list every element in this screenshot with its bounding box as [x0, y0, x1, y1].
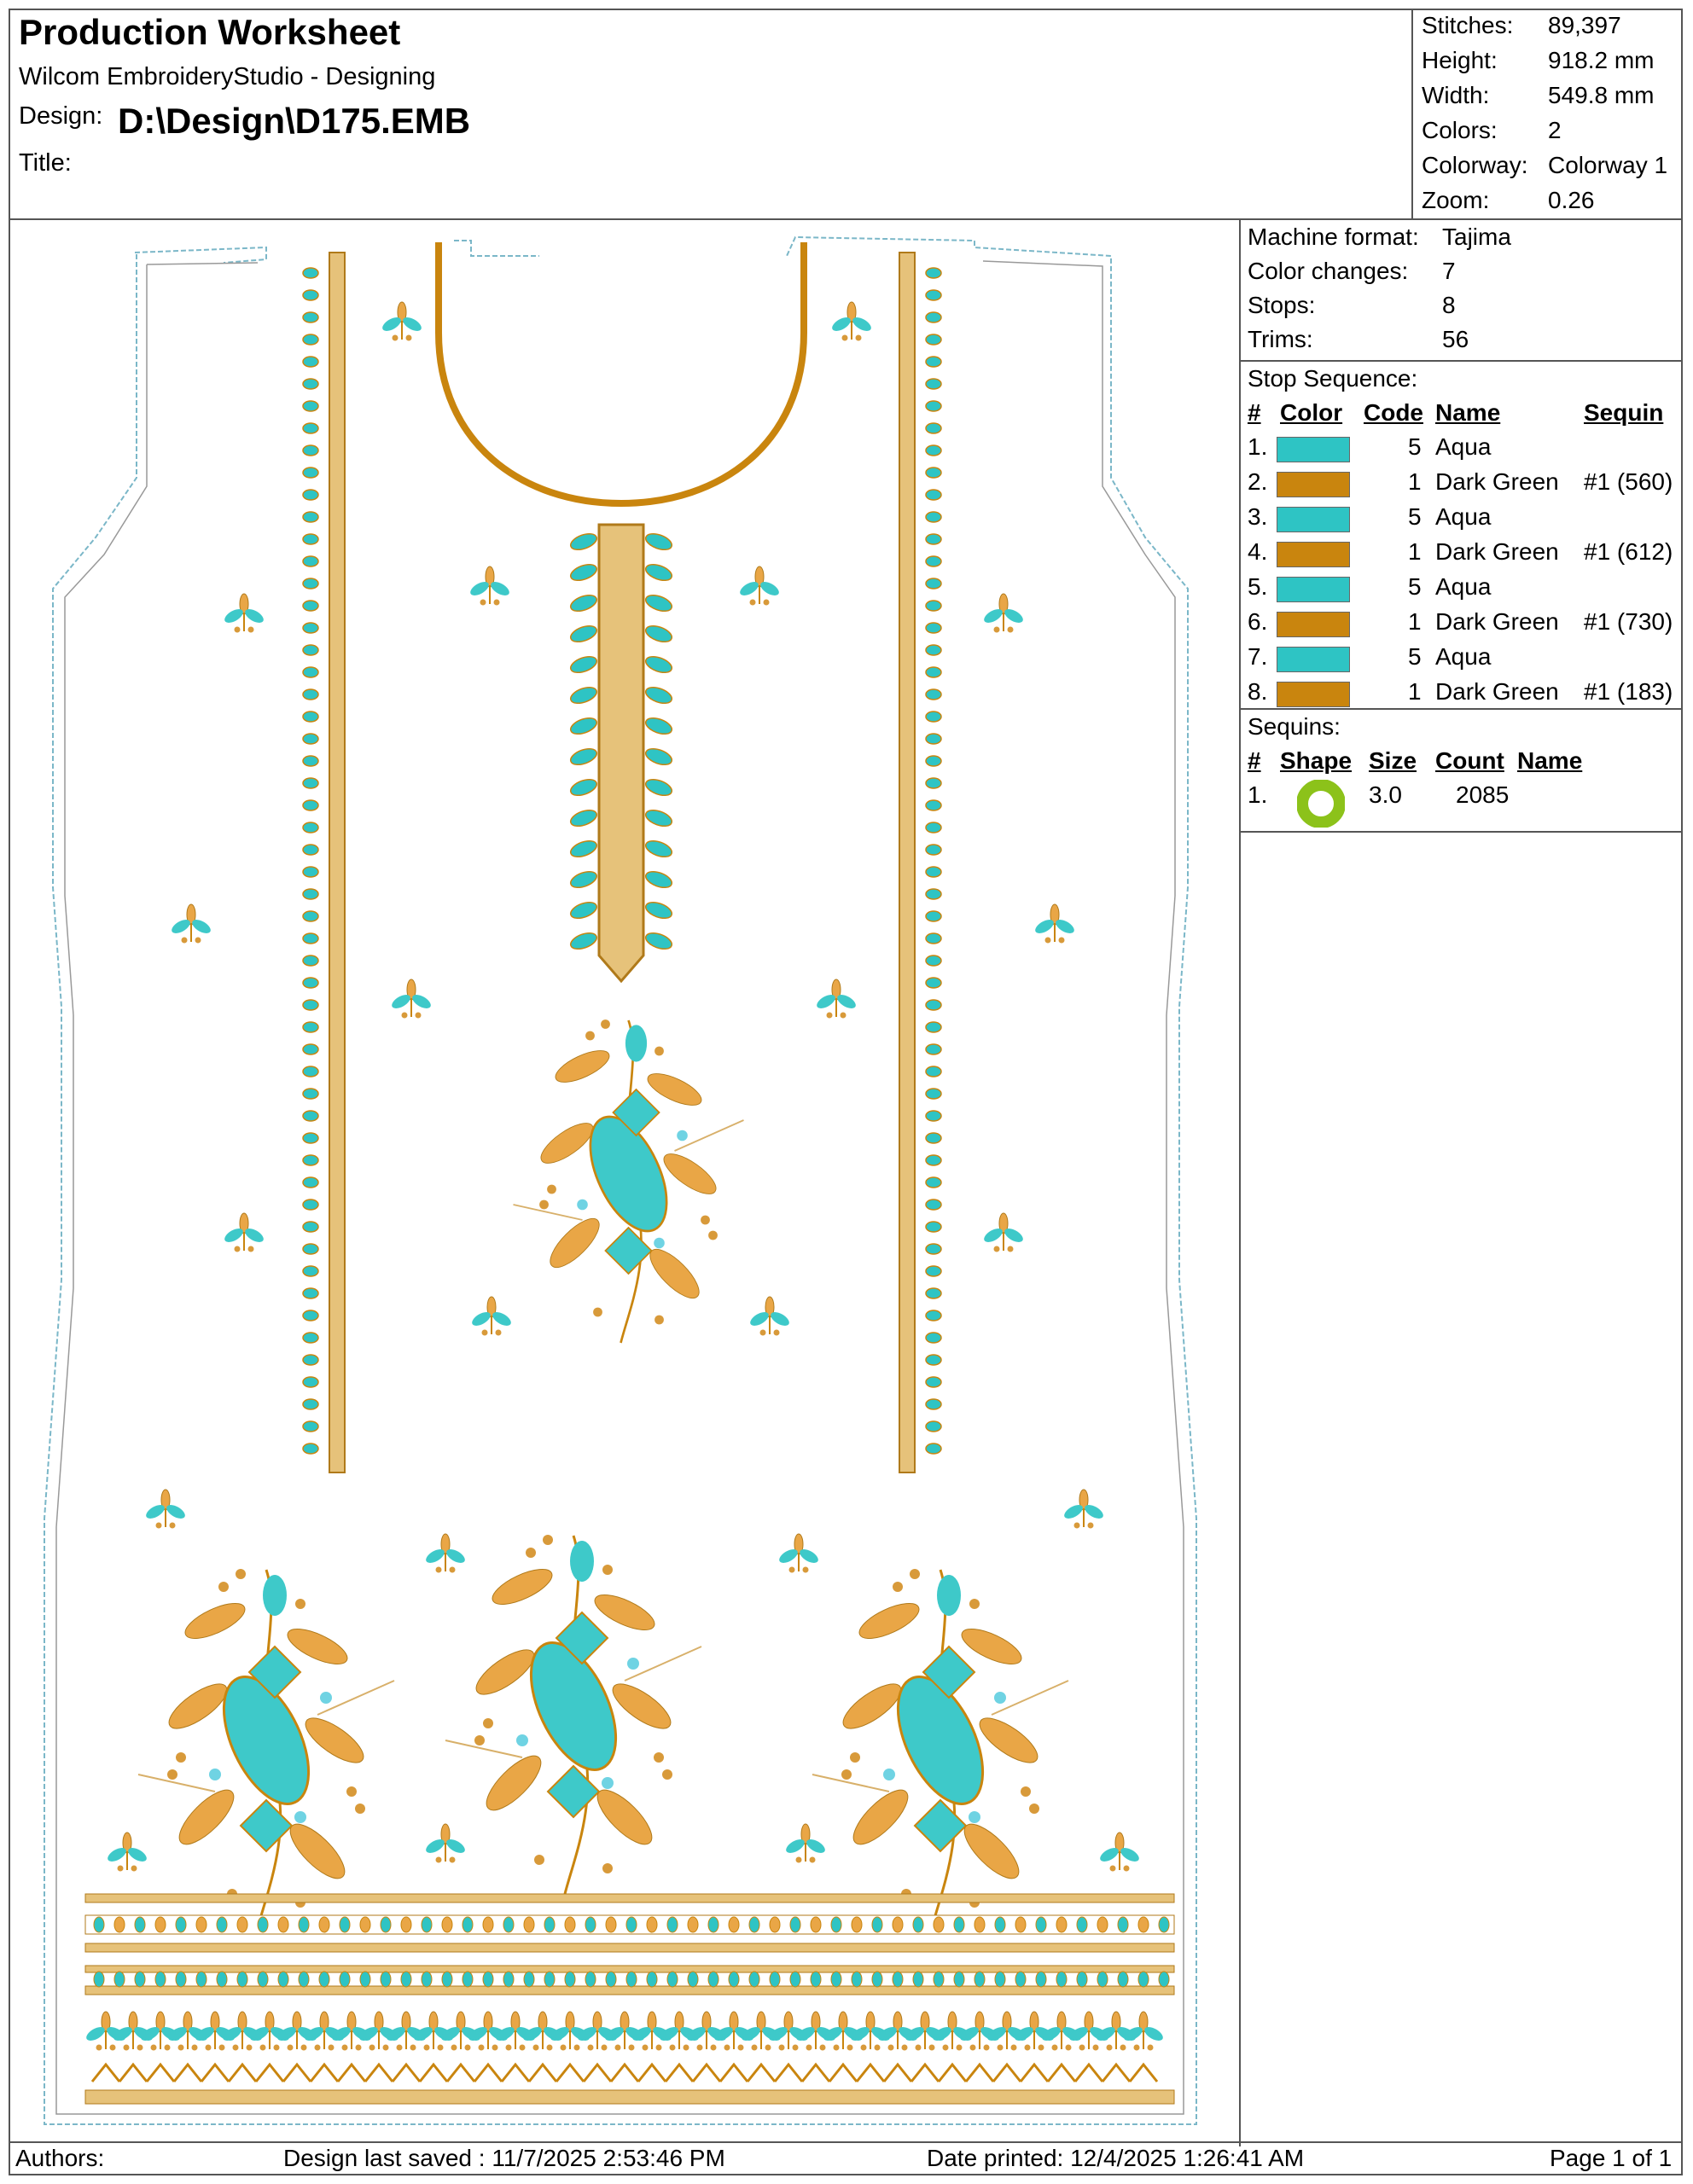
seq-col-count: Count	[1435, 747, 1504, 774]
stop-row-code: 5	[1408, 433, 1422, 460]
seq-col-size: Size	[1369, 747, 1417, 774]
seq-col-num: #	[1248, 747, 1261, 774]
stop-row-sequin: #1 (183)	[1584, 678, 1673, 705]
seq-row-size: 3.0	[1369, 781, 1402, 808]
stop-row-color-swatch	[1277, 437, 1350, 462]
stop-row-name: Dark Green	[1435, 538, 1559, 565]
col-num: #	[1248, 399, 1261, 426]
stop-row-color-swatch	[1277, 507, 1350, 532]
stops-value: 8	[1442, 292, 1456, 318]
stop-row-name: Dark Green	[1435, 608, 1559, 635]
software-name: Wilcom EmbroideryStudio - Designing	[19, 63, 436, 90]
col-color: Color	[1280, 399, 1343, 426]
stop-row-sequin: #1 (730)	[1584, 608, 1673, 635]
stop-row-sequin: #1 (560)	[1584, 468, 1673, 495]
panel-divider	[1239, 833, 1241, 2146]
machine-format-label: Machine format:	[1248, 224, 1419, 250]
ring-icon	[1296, 779, 1346, 828]
stop-row-code: 5	[1408, 503, 1422, 530]
title-label: Title:	[19, 149, 72, 177]
design-path: D:\Design\D175.EMB	[118, 101, 471, 141]
stop-row-color-swatch	[1277, 577, 1350, 602]
seq-row-num: 1.	[1248, 781, 1268, 808]
authors-label: Authors:	[15, 2145, 105, 2171]
stop-row-name: Dark Green	[1435, 468, 1559, 495]
stop-row-code: 5	[1408, 643, 1422, 670]
design-stats: Stitches:89,397 Height:918.2 mm Width:54…	[1411, 9, 1684, 218]
worksheet-footer: Authors: Design last saved : 11/7/2025 2…	[9, 2141, 1683, 2175]
stop-row-color-swatch	[1277, 612, 1350, 637]
embroidery-design-preview	[10, 222, 1237, 2140]
col-name: Name	[1435, 399, 1501, 426]
col-sequin: Sequin	[1584, 399, 1664, 426]
stop-sequence-table: Stop Sequence: # Color Code Name Sequin …	[1239, 362, 1683, 710]
stop-row-num: 6.	[1248, 608, 1268, 635]
sequins-heading: Sequins:	[1248, 713, 1341, 740]
col-code: Code	[1364, 399, 1423, 426]
stop-row-color-swatch	[1277, 542, 1350, 567]
trims-value: 56	[1442, 326, 1469, 352]
stop-row-color-swatch	[1277, 647, 1350, 672]
trims-label: Trims:	[1248, 326, 1313, 352]
date-printed: Date printed: 12/4/2025 1:26:41 AM	[927, 2145, 1305, 2171]
stop-sequence-heading: Stop Sequence:	[1248, 365, 1418, 392]
page-number: Page 1 of 1	[1550, 2145, 1673, 2171]
stop-row-num: 5.	[1248, 573, 1268, 600]
machine-info: Machine format: Tajima Color changes: 7 St…	[1239, 220, 1683, 362]
stop-row-num: 4.	[1248, 538, 1268, 565]
color-changes-value: 7	[1442, 258, 1456, 284]
stop-row-num: 2.	[1248, 468, 1268, 495]
stop-row-name: Aqua	[1435, 503, 1492, 530]
stop-row-code: 1	[1408, 538, 1422, 565]
seq-col-name: Name	[1517, 747, 1583, 774]
stop-row-color-swatch	[1277, 682, 1350, 707]
design-label: Design:	[19, 102, 103, 130]
worksheet-header: Production Worksheet Wilcom EmbroiderySt…	[9, 9, 1683, 220]
stop-row-name: Aqua	[1435, 573, 1492, 600]
page-frame	[9, 9, 1683, 2175]
stop-row-code: 5	[1408, 573, 1422, 600]
sequins-table: Sequins: # Shape Size Count Name 1. 3.0 …	[1239, 710, 1683, 833]
stop-row-code: 1	[1408, 678, 1422, 705]
machine-format-value: Tajima	[1442, 224, 1511, 250]
stop-row-num: 3.	[1248, 503, 1268, 530]
stop-row-name: Aqua	[1435, 433, 1492, 460]
seq-row-count: 2085	[1456, 781, 1510, 808]
stops-label: Stops:	[1248, 292, 1316, 318]
last-saved: Design last saved : 11/7/2025 2:53:46 PM	[283, 2145, 725, 2171]
page-title: Production Worksheet	[19, 12, 401, 52]
stop-row-num: 8.	[1248, 678, 1268, 705]
stop-row-num: 1.	[1248, 433, 1268, 460]
stop-row-code: 1	[1408, 468, 1422, 495]
seq-col-shape: Shape	[1280, 747, 1353, 774]
stop-row-code: 1	[1408, 608, 1422, 635]
stop-row-name: Aqua	[1435, 643, 1492, 670]
stop-row-color-swatch	[1277, 472, 1350, 497]
stop-row-num: 7.	[1248, 643, 1268, 670]
stop-row-name: Dark Green	[1435, 678, 1559, 705]
stop-row-sequin: #1 (612)	[1584, 538, 1673, 565]
color-changes-label: Color changes:	[1248, 258, 1409, 284]
